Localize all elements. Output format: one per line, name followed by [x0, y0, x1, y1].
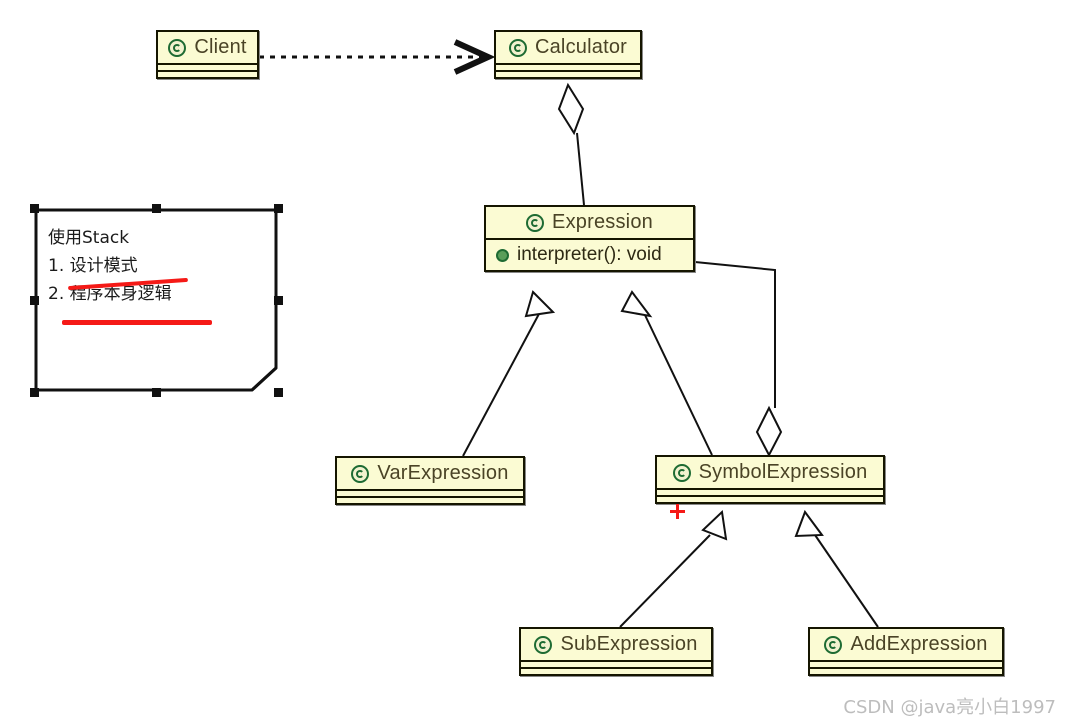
class-icon — [824, 635, 843, 654]
selection-handle-nw[interactable] — [30, 204, 39, 213]
class-header-varexpression: VarExpression — [337, 458, 523, 489]
class-header-addexpression: AddExpression — [810, 629, 1002, 660]
class-box-client[interactable]: Client — [156, 30, 259, 79]
class-divider — [158, 63, 257, 65]
class-attributes-compartment — [337, 491, 523, 498]
class-header-expression: Expression — [486, 207, 693, 238]
edge-addexpression-symbolexpression — [794, 509, 879, 628]
class-icon — [526, 213, 545, 232]
class-name-calculator: Calculator — [534, 36, 628, 58]
class-name-client: Client — [194, 36, 247, 58]
note-shape — [34, 208, 278, 392]
class-icon — [534, 635, 553, 654]
class-name-addexpression: AddExpression — [850, 633, 988, 655]
class-header-symbolexpression: SymbolExpression — [657, 457, 883, 488]
selection-handle-s[interactable] — [152, 388, 161, 397]
selection-handle-n[interactable] — [152, 204, 161, 213]
selection-handle-se[interactable] — [274, 388, 283, 397]
class-icon — [508, 38, 527, 57]
class-header-calculator: Calculator — [496, 32, 640, 63]
class-operations-compartment — [158, 72, 257, 77]
red-plus-mark-vertical — [676, 504, 679, 519]
class-divider — [486, 238, 693, 240]
class-operations-compartment — [496, 72, 640, 77]
operation-interpreter: interpreter(): void — [517, 244, 662, 265]
class-operations-compartment — [337, 498, 523, 503]
class-name-symbolexpression: SymbolExpression — [698, 461, 868, 483]
edge-calculator-expression — [557, 82, 585, 206]
edge-expression-symbolexpression — [694, 261, 783, 458]
note-stack[interactable]: 使用Stack 1. 设计模式 2. 程序本身逻辑 — [26, 200, 286, 400]
class-header-client: Client — [158, 32, 257, 63]
class-attributes-compartment — [158, 65, 257, 72]
class-icon — [351, 464, 370, 483]
class-box-expression[interactable]: Expression interpreter(): void — [484, 205, 695, 272]
class-attributes-compartment — [657, 490, 883, 497]
selection-handle-e[interactable] — [274, 296, 283, 305]
edge-symbolexpression-expression — [620, 290, 713, 456]
selection-handle-ne[interactable] — [274, 204, 283, 213]
class-divider — [496, 63, 640, 65]
watermark: CSDN @java亮小白1997 — [843, 697, 1056, 718]
class-box-addexpression[interactable]: AddExpression — [808, 627, 1004, 676]
class-header-subexpression: SubExpression — [521, 629, 711, 660]
note-text: 使用Stack 1. 设计模式 2. 程序本身逻辑 — [48, 224, 172, 308]
class-name-subexpression: SubExpression — [560, 633, 698, 655]
class-operations-compartment — [521, 669, 711, 674]
note-line-2: 1. 设计模式 — [48, 256, 138, 276]
class-name-expression: Expression — [552, 211, 653, 233]
class-attributes-compartment — [496, 65, 640, 72]
note-line-1: 使用Stack — [48, 228, 130, 248]
class-box-varexpression[interactable]: VarExpression — [335, 456, 525, 505]
class-attributes-compartment — [810, 662, 1002, 669]
class-divider — [337, 489, 523, 491]
selection-handle-sw[interactable] — [30, 388, 39, 397]
class-divider — [521, 660, 711, 662]
class-icon — [168, 38, 187, 57]
class-operations-compartment — [657, 497, 883, 502]
edge-subexpression-symbolexpression — [619, 509, 728, 628]
class-operations-compartment — [810, 669, 1002, 674]
class-divider — [657, 488, 883, 490]
class-attributes-compartment — [521, 662, 711, 669]
class-icon — [672, 463, 691, 482]
selection-handle-w[interactable] — [30, 296, 39, 305]
class-box-calculator[interactable]: Calculator — [494, 30, 642, 79]
edge-varexpression-expression — [462, 290, 556, 457]
class-box-subexpression[interactable]: SubExpression — [519, 627, 713, 676]
method-icon — [496, 248, 509, 262]
red-underline-program-logic — [62, 320, 212, 325]
class-box-symbolexpression[interactable]: SymbolExpression — [655, 455, 885, 504]
class-divider — [810, 660, 1002, 662]
class-name-varexpression: VarExpression — [377, 462, 509, 484]
class-operation-row: interpreter(): void — [486, 240, 693, 270]
note-body: 使用Stack 1. 设计模式 2. 程序本身逻辑 — [34, 208, 278, 392]
